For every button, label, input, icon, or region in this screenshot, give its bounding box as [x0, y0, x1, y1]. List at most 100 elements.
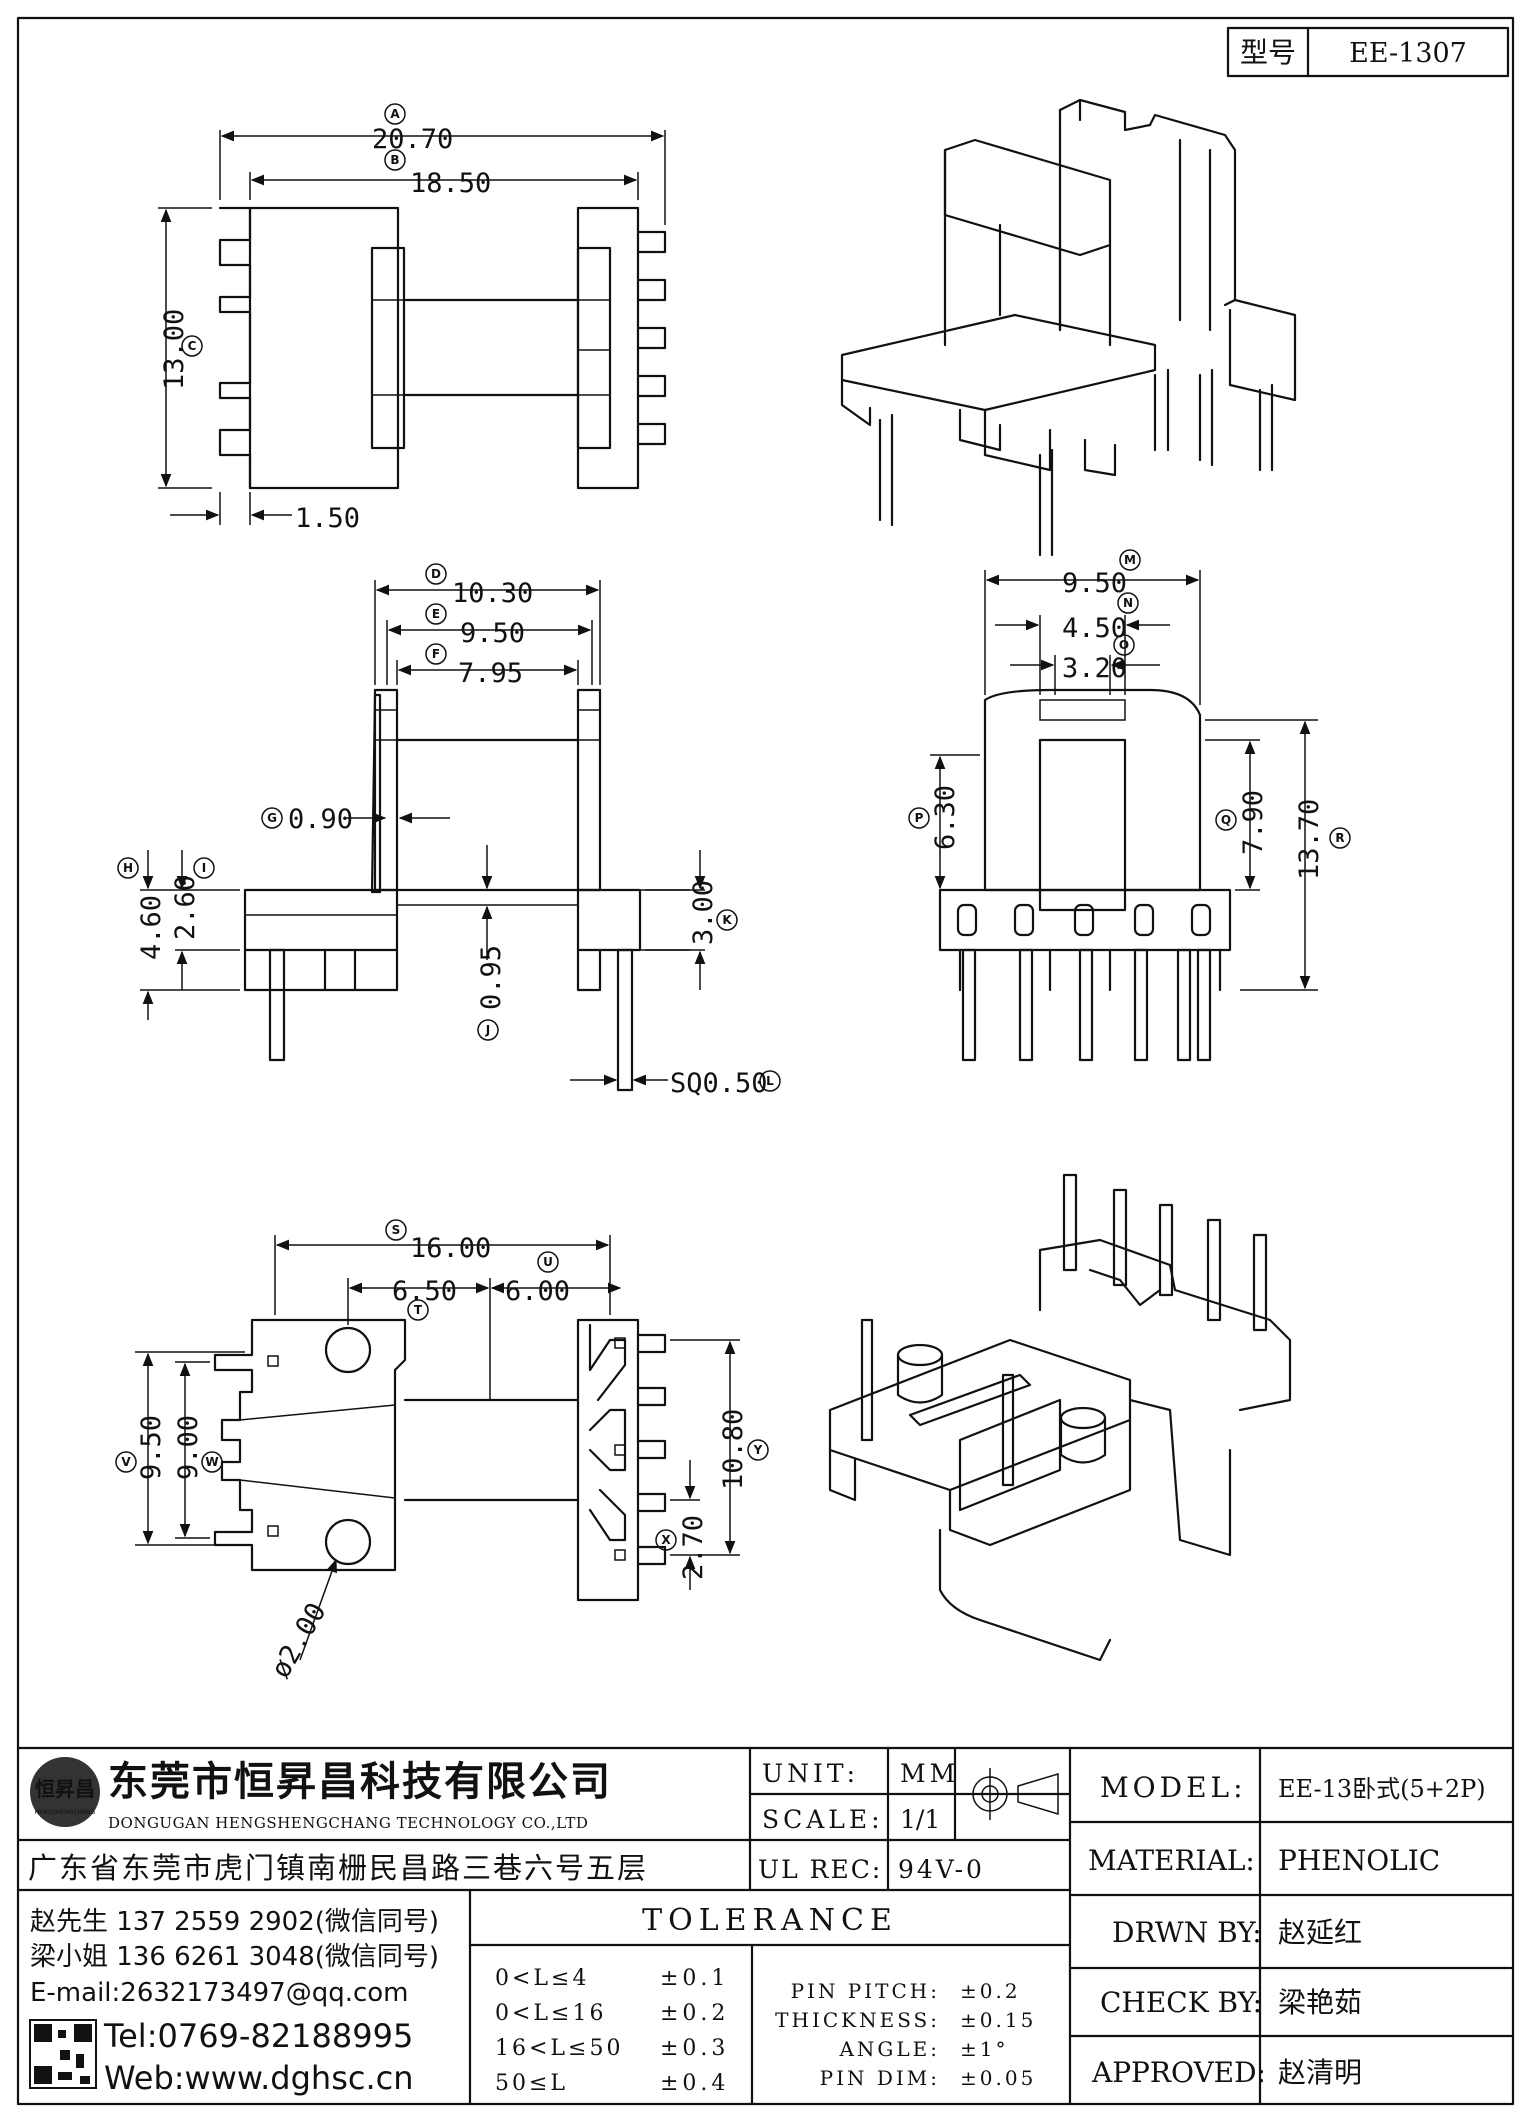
dim-T: 6.50	[392, 1276, 457, 1307]
marker-j: J	[485, 1023, 490, 1037]
pin-pitch-label: PIN PITCH:	[791, 1979, 940, 2003]
unit-value: MM	[900, 1759, 959, 1788]
marker-g: G	[267, 811, 277, 825]
marker-k: K	[722, 913, 732, 927]
pin-pitch-value: ±0.2	[960, 1979, 1021, 2003]
ulrec-value: 94V-0	[898, 1855, 985, 1884]
tolerance-title: TOLERANCE	[642, 1903, 898, 1938]
dim-X: 2.70	[678, 1515, 709, 1580]
dim-H: 4.60	[136, 895, 167, 960]
approved-value: 赵清明	[1278, 2056, 1362, 2089]
marker-l: L	[766, 1074, 774, 1088]
marker-w: W	[205, 1455, 218, 1469]
model-value: EE-13卧式(5+2P)	[1278, 1775, 1486, 1803]
marker-r: R	[1335, 831, 1344, 845]
tol-range-2: 0<L≤16	[495, 2001, 606, 2026]
marker-d: D	[431, 567, 441, 581]
angle-value: ±1°	[960, 2037, 1008, 2061]
projection-symbol-icon	[965, 1768, 1060, 1820]
marker-h: H	[123, 861, 133, 875]
dim-U: 6.00	[505, 1276, 570, 1307]
pin-dim-value: ±0.05	[960, 2066, 1036, 2090]
company-tel: Tel:0769-82188995	[103, 2017, 413, 2055]
unit-label: UNIT:	[762, 1759, 859, 1788]
marker-f: F	[432, 647, 440, 661]
logo-text: 恒昇昌	[35, 1777, 95, 1801]
marker-b: B	[390, 153, 399, 167]
marker-i: I	[202, 861, 206, 875]
scale-value: 1/1	[900, 1805, 940, 1834]
thickness-value: ±0.15	[960, 2008, 1036, 2032]
check-value: 梁艳茹	[1278, 1986, 1362, 2019]
dim-J: 0.95	[476, 945, 507, 1010]
dim-hole: ø2.00	[265, 1598, 332, 1684]
marker-n: N	[1123, 596, 1133, 610]
dim-C: 13.00	[159, 309, 190, 390]
view-side: M 9.50 N 4.50 O 3.20 6.30 P 7.90 Q 13.70…	[908, 549, 1351, 1062]
company-web: Web:www.dghsc.cn	[104, 2059, 414, 2097]
marker-p: P	[915, 811, 924, 825]
tol-range-3: 16<L≤50	[495, 2036, 623, 2061]
company-address: 广东省东莞市虎门镇南栅民昌路三巷六号五层	[28, 1851, 648, 1885]
iso-view-2	[828, 1173, 1292, 1662]
sheet-border	[16, 16, 1515, 2106]
dim-I: 2.60	[170, 875, 201, 940]
header-model-value: EE-1307	[1349, 38, 1467, 69]
contact-zhao: 赵先生 137 2559 2902(微信同号)	[30, 1907, 439, 1937]
view-bottom: S 16.00 T U 6.50 6.00 9.50 V 9.00 W 10.8…	[115, 1219, 769, 1684]
company-name-cn: 东莞市恒昇昌科技有限公司	[108, 1759, 612, 1805]
marker-e: E	[432, 607, 440, 621]
dim-M: 9.50	[1062, 568, 1127, 599]
ulrec-label: UL REC:	[758, 1855, 882, 1884]
angle-label: ANGLE:	[838, 2037, 940, 2061]
model-label: MODEL:	[1100, 1771, 1247, 1804]
dim-K: 3.00	[688, 880, 719, 945]
tol-value-2: ±0.2	[660, 2001, 729, 2026]
company-logo	[30, 1757, 100, 1827]
marker-s: S	[392, 1223, 401, 1237]
dim-W: 9.00	[173, 1415, 204, 1480]
dim-R: 13.70	[1294, 799, 1325, 880]
marker-a: A	[390, 107, 400, 121]
dim-Q: 7.90	[1238, 790, 1269, 855]
company-email: E-mail:2632173497@qq.com	[30, 1978, 409, 2008]
tol-value-4: ±0.4	[660, 2071, 729, 2096]
dim-G: 0.90	[288, 804, 353, 835]
marker-o: O	[1119, 638, 1129, 652]
tol-value-1: ±0.1	[660, 1966, 729, 1991]
dim-P: 6.30	[930, 785, 961, 850]
tol-range-4: 50≤L	[495, 2071, 568, 2096]
dim-side-width: 1.50	[295, 503, 360, 534]
thickness-label: THICKNESS:	[775, 2008, 940, 2032]
title-block: 恒昇昌 HENGSHENGCHANG 东莞市恒昇昌科技有限公司 DONGUGAN…	[16, 1746, 1515, 2106]
material-label: MATERIAL:	[1088, 1844, 1255, 1877]
view-front: D 10.30 E 9.50 F 7.95 G 0.90 H I 4.60 2.…	[117, 563, 781, 1099]
dim-N: 4.50	[1062, 613, 1127, 644]
drwn-value: 赵延红	[1278, 1916, 1362, 1949]
dim-D: 10.30	[452, 578, 533, 609]
qr-code-icon	[29, 2019, 97, 2089]
marker-y: Y	[753, 1443, 763, 1457]
iso-view-1	[840, 98, 1297, 557]
dim-F: 7.95	[458, 658, 523, 689]
dim-V: 9.50	[136, 1415, 167, 1480]
drwn-label: DRWN BY:	[1112, 1916, 1262, 1949]
marker-c: C	[188, 339, 197, 353]
dim-L: SQ0.50	[670, 1068, 768, 1099]
company-name-en: DONGUGAN HENGSHENGCHANG TECHNOLOGY CO.,L…	[108, 1814, 588, 1832]
dim-O: 3.20	[1062, 653, 1127, 684]
logo-subtext: HENGSHENGCHANG	[35, 1809, 96, 1816]
marker-u: U	[543, 1255, 553, 1269]
dim-A: 20.70	[372, 124, 453, 155]
marker-v: V	[121, 1455, 131, 1469]
scale-label: SCALE:	[762, 1805, 884, 1834]
marker-x: X	[661, 1533, 671, 1547]
tol-range-1: 0<L≤4	[495, 1966, 589, 1991]
dim-B: 18.50	[410, 168, 491, 199]
marker-t: T	[414, 1303, 423, 1317]
marker-q: Q	[1221, 813, 1231, 827]
marker-m: M	[1124, 553, 1136, 567]
material-value: PHENOLIC	[1278, 1844, 1440, 1877]
dim-Y: 10.80	[718, 1409, 749, 1490]
